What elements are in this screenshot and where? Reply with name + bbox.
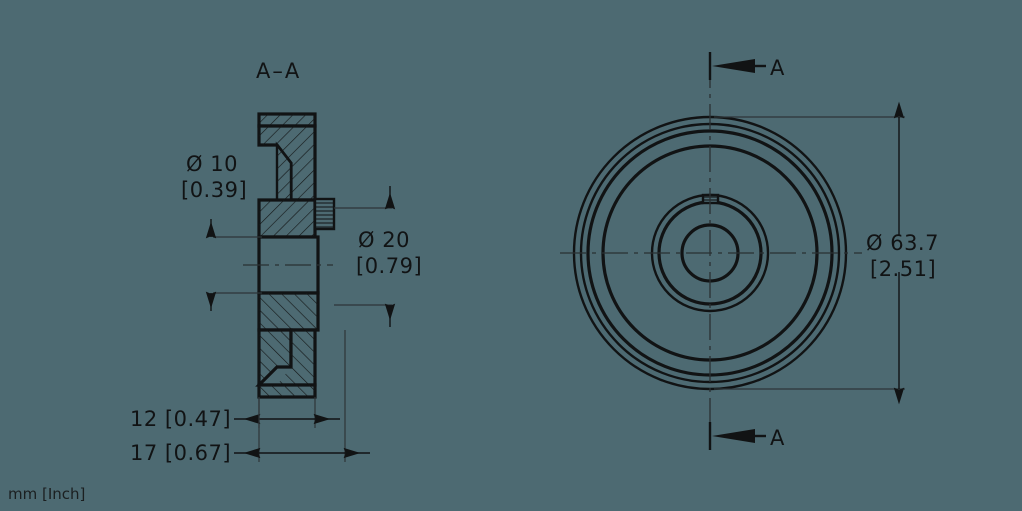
outside-diameter-label: Ø 63.7 — [866, 231, 939, 255]
hub-width-label: 12 [0.47] — [130, 407, 231, 431]
hub-lower — [257, 291, 320, 332]
section-arrow-top-icon — [712, 59, 755, 73]
section-view-title: A–A — [256, 59, 301, 83]
section-arrow-bottom-icon — [712, 429, 755, 443]
dimension-hub-diameter: Ø 20 [0.79] — [334, 186, 422, 327]
dimension-outside-diameter: Ø 63.7 [2.51] — [714, 101, 939, 405]
dimension-hub-width: 12 [0.47] — [130, 397, 340, 431]
hub-diameter-inch: [0.79] — [356, 254, 422, 278]
units-note: mm [Inch] — [8, 485, 85, 503]
section-view: A–A — [243, 59, 336, 399]
section-mark-top-letter: A — [770, 56, 785, 80]
overall-width-label: 17 [0.67] — [130, 441, 231, 465]
hub-diameter-label: Ø 20 — [358, 228, 410, 252]
bore-diameter-label: Ø 10 — [186, 152, 238, 176]
section-mark-top: A — [708, 52, 785, 80]
dimension-overall-width: 17 [0.67] — [130, 330, 370, 465]
bore-diameter-inch: [0.39] — [181, 178, 247, 202]
setscrew-thread — [313, 197, 336, 231]
hub-upper — [257, 198, 317, 239]
section-mark-bottom-letter: A — [770, 426, 785, 450]
dimension-bore-diameter: Ø 10 [0.39] — [181, 152, 262, 311]
section-mark-bottom: A — [708, 422, 785, 450]
front-view — [560, 62, 862, 444]
rim-bottom — [255, 328, 317, 399]
outside-diameter-inch: [2.51] — [870, 257, 936, 281]
